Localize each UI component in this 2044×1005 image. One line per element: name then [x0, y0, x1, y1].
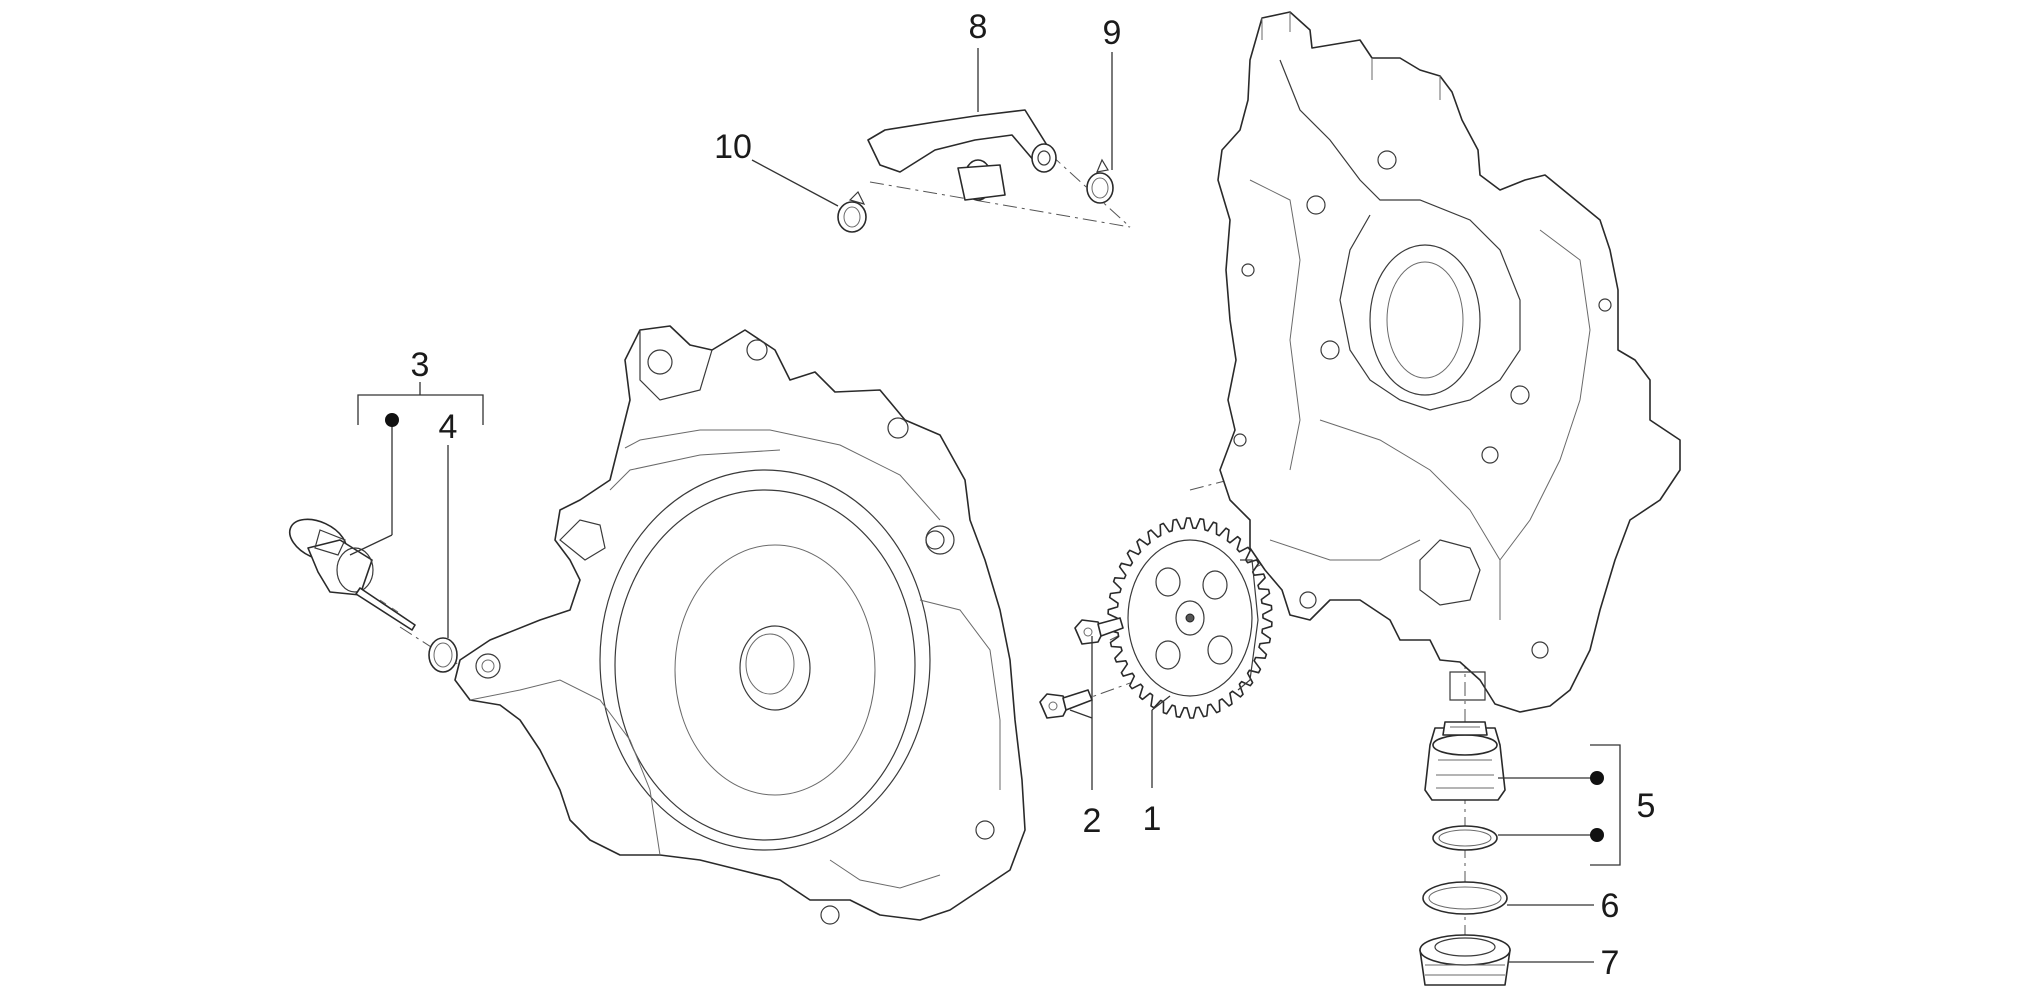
callout-label-6: 6 [1601, 887, 1620, 925]
callout-dot-3 [385, 413, 399, 427]
o-ring-part-4 [428, 637, 458, 673]
callout-label-4: 4 [439, 408, 458, 446]
clamp-part-10 [837, 190, 867, 233]
callout-labels: 1 2 3 4 5 6 7 8 9 10 [411, 8, 1656, 982]
callout-label-10: 10 [714, 128, 752, 166]
callout-label-5: 5 [1637, 787, 1656, 825]
leader-10 [751, 159, 839, 207]
callout-dot-5a [1590, 771, 1604, 785]
bracket-3 [357, 394, 484, 425]
drain-plug-part-7 [1419, 934, 1511, 986]
hose-part-8 [867, 109, 1057, 201]
left-crankcase-cover [454, 325, 1026, 925]
clamp-part-9 [1086, 158, 1114, 204]
bracket-5 [1590, 744, 1621, 866]
callout-label-9: 9 [1103, 14, 1122, 52]
dipstick-part-3 [288, 518, 416, 631]
callout-label-7: 7 [1601, 944, 1620, 982]
callout-label-8: 8 [969, 8, 988, 46]
callout-label-1: 1 [1143, 800, 1162, 838]
bolts-part-2 [1039, 617, 1124, 719]
callout-label-2: 2 [1083, 802, 1102, 840]
callout-label-3: 3 [411, 346, 430, 384]
filter-assembly-part-5 [1424, 721, 1506, 851]
callout-dot-5b [1590, 828, 1604, 842]
right-crankcase-half [1217, 11, 1681, 713]
o-ring-part-6 [1422, 881, 1508, 915]
gear-part-1 [1107, 517, 1273, 719]
callout-leaders [349, 48, 1621, 963]
